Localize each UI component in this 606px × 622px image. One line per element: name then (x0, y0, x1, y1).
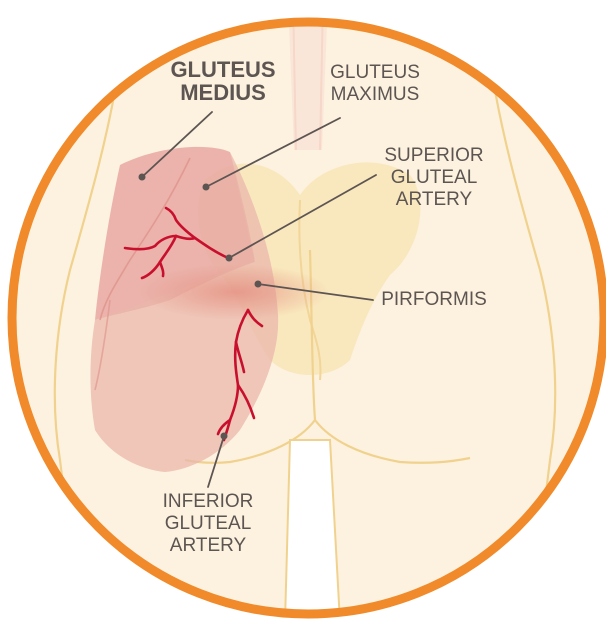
label-superior-gluteal-artery: SUPERIOR GLUTEAL ARTERY (375, 145, 493, 211)
label-gluteus-medius-line2: MEDIUS (158, 81, 288, 104)
thigh-gap (285, 440, 340, 622)
label-inferior-line2: GLUTEAL (156, 513, 260, 535)
label-gluteus-maximus-line2: MAXIMUS (315, 84, 435, 106)
piriformis-muscle (140, 264, 330, 320)
label-gluteus-medius-line1: GLUTEUS (158, 58, 288, 81)
label-inferior-line3: ARTERY (156, 535, 260, 557)
label-superior-line1: SUPERIOR (375, 145, 493, 167)
label-gluteus-maximus-line1: GLUTEUS (315, 62, 435, 84)
label-superior-line2: GLUTEAL (375, 167, 493, 189)
label-superior-line3: ARTERY (375, 189, 493, 211)
label-inferior-line1: INFERIOR (156, 491, 260, 513)
label-pirformis: PIRFORMIS (375, 289, 493, 311)
label-inferior-gluteal-artery: INFERIOR GLUTEAL ARTERY (156, 491, 260, 557)
label-pirformis-line1: PIRFORMIS (375, 289, 493, 311)
label-gluteus-maximus: GLUTEUS MAXIMUS (315, 62, 435, 106)
label-gluteus-medius: GLUTEUS MEDIUS (158, 58, 288, 104)
